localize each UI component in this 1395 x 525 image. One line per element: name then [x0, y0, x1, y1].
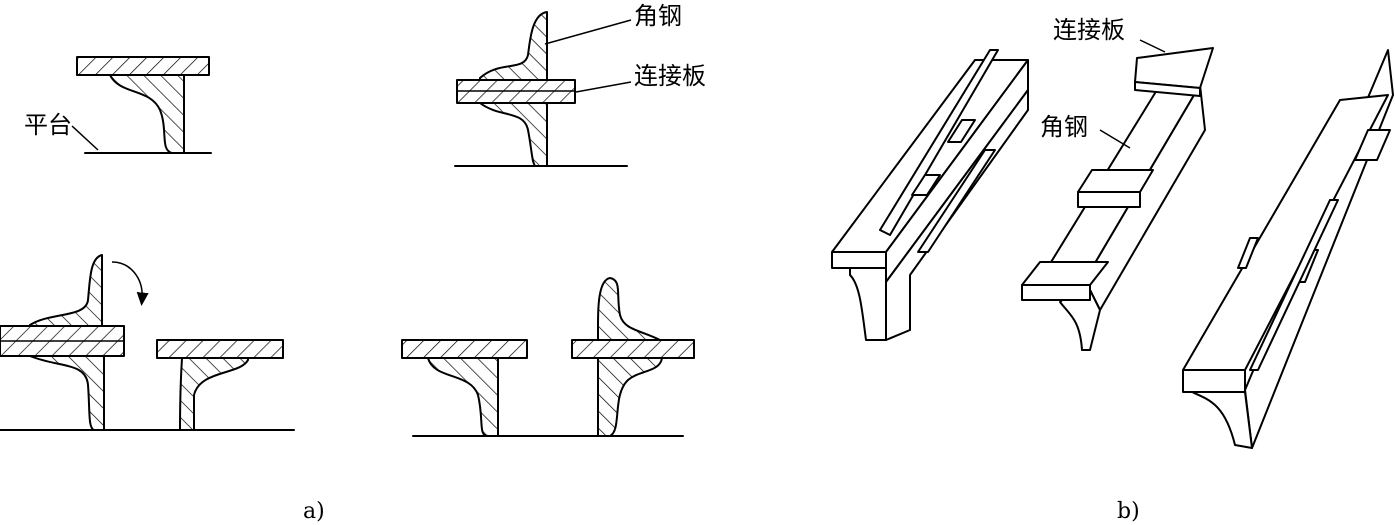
iso-right-flange [1191, 391, 1253, 449]
iso-angle-middle: 连接板 角钢 [1021, 16, 1214, 351]
iso-angle-right [1182, 49, 1394, 449]
iso-left-tab-2 [947, 119, 976, 143]
angle-fillet [109, 74, 185, 154]
iso-left-strip [917, 149, 996, 253]
caption-a: a) [303, 499, 325, 524]
angle-lower-fillet [479, 102, 548, 167]
iso-mid-plate-bottom-edge [1021, 284, 1091, 301]
section-two-angles [401, 277, 695, 437]
iso-right-tab-1 [1237, 237, 1259, 269]
angle-steel-leader [544, 19, 632, 45]
platform-leader [71, 125, 99, 151]
fourth-angle-upper [597, 277, 661, 341]
angle-steel-label: 角钢 [634, 2, 682, 30]
angle-flange [76, 56, 210, 76]
third-angle-flange [401, 339, 528, 359]
iso-mid-plate-top-edge [1134, 81, 1201, 97]
connecting-plate-label: 连接板 [634, 62, 706, 90]
iso-mid-plate-top [1134, 47, 1214, 89]
iso-left-tab-1 [911, 174, 941, 196]
iso-right-end [1182, 369, 1246, 393]
iso-left-web [849, 267, 887, 341]
rotate-arrow-icon [111, 261, 149, 306]
second-angle-fillet [179, 357, 249, 431]
platform-label: 平台 [24, 111, 72, 139]
connecting-plate-leader [575, 81, 632, 93]
flip-angle-upper [29, 254, 103, 327]
second-angle-flange [156, 339, 284, 359]
iso-mid-plate-center [1077, 169, 1154, 193]
section-flip-step [0, 254, 295, 431]
fourth-angle-plate [571, 339, 695, 359]
angle-steel-leader-b [1099, 129, 1131, 149]
iso-right-tab-3 [1354, 129, 1391, 161]
iso-mid-plate-center-edge [1077, 191, 1141, 208]
angle-upper-fillet [479, 11, 548, 81]
iso-right-ridge [1249, 199, 1339, 371]
section-angles-with-plate: 角钢 连接板 [454, 2, 706, 167]
angle-steel-label-b: 角钢 [1040, 113, 1088, 141]
flip-angle-lower [29, 355, 105, 431]
fourth-angle-lower [597, 357, 663, 437]
iso-left-end [831, 251, 887, 269]
connecting-plate-leader-b [1139, 39, 1166, 53]
section-angle-on-platform: 平台 [24, 56, 212, 154]
connecting-plate-label-b: 连接板 [1053, 16, 1125, 44]
third-angle-fillet [427, 357, 499, 437]
caption-b: b) [1117, 499, 1140, 524]
iso-left-ridge [879, 49, 999, 236]
iso-angle-left [831, 49, 1029, 341]
